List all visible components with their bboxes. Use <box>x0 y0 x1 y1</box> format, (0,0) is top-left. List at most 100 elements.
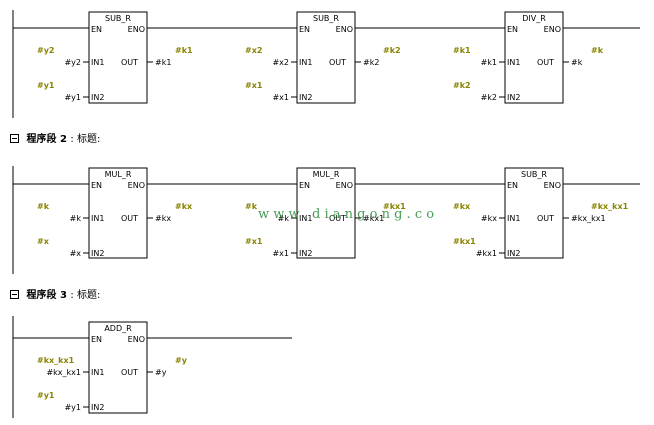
in1-parameter: #kx <box>481 214 497 223</box>
function-block <box>88 321 148 414</box>
en-pin-label: EN <box>91 25 102 34</box>
out-variable-tag: #y <box>175 356 188 365</box>
in1-parameter: #k <box>70 214 82 223</box>
network-3-suffix: : 标题: <box>70 290 101 301</box>
in1-variable-tag: #k1 <box>453 46 471 55</box>
in1-pin-label: IN1 <box>91 58 104 67</box>
eno-pin-label: ENO <box>544 25 561 34</box>
function-block <box>504 11 564 104</box>
network-2-number: 2 <box>59 134 67 145</box>
eno-pin-label: ENO <box>336 25 353 34</box>
block-name: MUL_R <box>313 170 340 179</box>
in2-parameter: #k2 <box>481 93 497 102</box>
network-2-header: 程序段 2 : 标题: <box>10 130 100 145</box>
eno-pin-label: ENO <box>128 25 145 34</box>
out-pin-label: OUT <box>121 58 138 67</box>
in2-pin-label: IN2 <box>507 93 520 102</box>
in2-pin-label: IN2 <box>91 249 104 258</box>
function-block <box>88 11 148 104</box>
in1-pin-label: IN1 <box>299 214 312 223</box>
in1-variable-tag: #x2 <box>245 46 262 55</box>
out-variable-tag: #kx1 <box>383 202 406 211</box>
network-2-suffix: : 标题: <box>70 134 101 145</box>
in2-variable-tag: #x1 <box>245 237 263 246</box>
in1-pin-label: IN1 <box>91 214 104 223</box>
en-pin-label: EN <box>91 181 102 190</box>
block-name: SUB_R <box>521 170 547 179</box>
in1-pin-label: IN1 <box>299 58 312 67</box>
in1-variable-tag: #kx <box>453 202 471 211</box>
eno-pin-label: ENO <box>128 335 145 344</box>
in2-parameter: #x <box>70 249 82 258</box>
en-pin-label: EN <box>507 25 518 34</box>
network-3-prefix: 程序段 <box>26 290 57 301</box>
in2-parameter: #x1 <box>272 249 289 258</box>
out-parameter: #kx <box>155 214 171 223</box>
in2-variable-tag: #x1 <box>245 81 263 90</box>
in1-pin-label: IN1 <box>507 214 520 223</box>
in2-pin-label: IN2 <box>91 403 104 412</box>
eno-pin-label: ENO <box>336 181 353 190</box>
in1-variable-tag: #k <box>245 202 258 211</box>
in1-parameter: #k1 <box>481 58 497 67</box>
in1-pin-label: IN1 <box>91 368 104 377</box>
out-variable-tag: #k <box>591 46 604 55</box>
block-name: ADD_R <box>104 324 132 333</box>
in1-parameter: #kx_kx1 <box>46 368 81 377</box>
block-name: SUB_R <box>313 14 339 23</box>
collapse-toggle-icon[interactable] <box>10 133 19 143</box>
in2-pin-label: IN2 <box>507 249 520 258</box>
en-pin-label: EN <box>91 335 102 344</box>
out-variable-tag: #k2 <box>383 46 401 55</box>
in2-parameter: #y1 <box>64 403 81 412</box>
in1-variable-tag: #y2 <box>37 46 54 55</box>
block-name: DIV_R <box>522 14 546 23</box>
in2-variable-tag: #k2 <box>453 81 471 90</box>
collapse-toggle-icon[interactable] <box>10 289 19 299</box>
out-pin-label: OUT <box>121 368 138 377</box>
out-pin-label: OUT <box>329 214 346 223</box>
network-3-header: 程序段 3 : 标题: <box>10 286 100 301</box>
in1-parameter: #x2 <box>272 58 289 67</box>
in2-pin-label: IN2 <box>91 93 104 102</box>
in1-pin-label: IN1 <box>507 58 520 67</box>
function-block <box>296 11 356 104</box>
network-3-number: 3 <box>59 290 67 301</box>
in2-pin-label: IN2 <box>299 93 312 102</box>
function-block <box>504 167 564 259</box>
out-pin-label: OUT <box>537 214 554 223</box>
in2-variable-tag: #kx1 <box>453 237 476 246</box>
out-pin-label: OUT <box>537 58 554 67</box>
en-pin-label: EN <box>507 181 518 190</box>
in1-variable-tag: #kx_kx1 <box>37 356 75 365</box>
eno-pin-label: ENO <box>544 181 561 190</box>
in2-variable-tag: #y1 <box>37 81 55 90</box>
in2-variable-tag: #y1 <box>37 391 55 400</box>
block-name: MUL_R <box>105 170 132 179</box>
en-pin-label: EN <box>299 181 310 190</box>
in1-variable-tag: #k <box>37 202 50 211</box>
in2-variable-tag: #x <box>37 237 50 246</box>
out-pin-label: OUT <box>121 214 138 223</box>
in2-parameter: #x1 <box>272 93 289 102</box>
out-parameter: #y <box>155 368 167 377</box>
in1-parameter: #k <box>278 214 290 223</box>
block-name: SUB_R <box>105 14 131 23</box>
eno-pin-label: ENO <box>128 181 145 190</box>
out-parameter: #kx1 <box>363 214 384 223</box>
out-variable-tag: #kx_kx1 <box>591 202 629 211</box>
in2-pin-label: IN2 <box>299 249 312 258</box>
in1-parameter: #y2 <box>64 58 81 67</box>
in2-parameter: #kx1 <box>476 249 497 258</box>
out-variable-tag: #k1 <box>175 46 193 55</box>
out-parameter: #k <box>571 58 583 67</box>
out-parameter: #k1 <box>155 58 171 67</box>
function-block <box>296 167 356 259</box>
function-block <box>88 167 148 259</box>
out-variable-tag: #kx <box>175 202 193 211</box>
in2-parameter: #y1 <box>64 93 81 102</box>
network-2-prefix: 程序段 <box>26 134 57 145</box>
en-pin-label: EN <box>299 25 310 34</box>
out-parameter: #kx_kx1 <box>571 214 606 223</box>
